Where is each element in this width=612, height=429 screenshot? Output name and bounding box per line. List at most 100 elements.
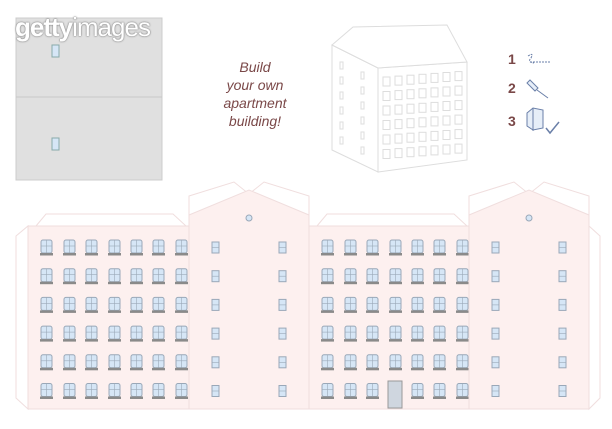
building-sketch-side-window [360, 101, 365, 110]
building-sketch-side-window [339, 121, 344, 130]
window-sill [40, 253, 53, 256]
building-sketch-window [418, 117, 427, 128]
window-sill [321, 396, 334, 399]
window-sill [175, 339, 188, 342]
building-sketch-side-window [360, 146, 365, 155]
building-sketch-roof [331, 24, 468, 69]
front-facade [27, 225, 190, 410]
window-sill [411, 253, 424, 256]
window-sill [63, 367, 76, 371]
building-sketch-window [430, 101, 439, 112]
window-sill [175, 281, 188, 285]
window-sill [344, 367, 357, 371]
roof-glue-tab [34, 213, 188, 227]
building-sketch-window [454, 85, 463, 96]
building-sketch-window [394, 75, 403, 86]
window-sill [63, 310, 76, 313]
building-sketch-side-window [360, 86, 365, 95]
building-sketch-window [418, 102, 427, 113]
building-sketch-window [382, 105, 391, 116]
window-sill [389, 281, 402, 285]
window-sill [389, 253, 402, 256]
building-sketch-window [382, 76, 391, 87]
building-sketch-side-window [339, 106, 344, 115]
window-sill [175, 310, 188, 313]
window-sill [456, 310, 469, 313]
building-sketch-window [418, 88, 427, 99]
window-sill [411, 396, 424, 399]
checkmark-icon [545, 121, 560, 135]
building-sketch-side-window [339, 76, 344, 85]
window-sill [152, 396, 165, 399]
building-sketch-window [418, 131, 427, 142]
window-sill [321, 339, 334, 342]
window-sill [108, 253, 121, 256]
building-sketch-window [382, 134, 391, 145]
window-sill [130, 253, 143, 256]
window-sill [321, 367, 334, 371]
building-sketch-side-window [360, 131, 365, 140]
window-sill [40, 339, 53, 342]
headline-line: your own [226, 77, 284, 93]
building-sketch-window [406, 132, 415, 143]
building-sketch-window [442, 115, 451, 126]
window-sill [411, 339, 424, 342]
building-sketch-window [418, 146, 427, 157]
headline-line: apartment [223, 95, 287, 111]
building-sketch-window [454, 71, 463, 82]
building-sketch-window [442, 72, 451, 82]
window-sill [366, 310, 379, 313]
window-sill [152, 367, 165, 371]
window-sill [456, 253, 469, 256]
window-sill [175, 253, 188, 256]
window-sill [152, 310, 165, 313]
window-sill [40, 396, 53, 399]
building-sketch-window [454, 143, 463, 154]
window-sill [108, 281, 121, 285]
window-sill [175, 367, 188, 371]
glue-tab-left [15, 224, 29, 411]
window-sill [433, 396, 446, 399]
window-sill [108, 396, 121, 399]
building-sketch-window [382, 149, 391, 159]
window-sill [152, 339, 165, 342]
headline-line: building! [228, 113, 282, 129]
window-sill [85, 253, 98, 256]
window-sill [456, 396, 469, 399]
building-sketch-window [442, 130, 451, 140]
step-3-number: 3 [508, 113, 516, 129]
building-sketch-window [430, 130, 439, 141]
building-sketch-window [430, 72, 439, 83]
building-sketch-window [394, 119, 403, 130]
step-2-number: 2 [508, 80, 516, 96]
headline: Build your own apartment building! [205, 58, 305, 130]
window-sill [63, 396, 76, 399]
getty-images-watermark: gettyimages [15, 12, 151, 42]
window-sill [433, 310, 446, 313]
window-sill [321, 281, 334, 285]
front-facade [308, 225, 471, 410]
window-sill [366, 281, 379, 285]
window-sill [344, 281, 357, 285]
window-sill [389, 310, 402, 313]
building-sketch-window [406, 74, 415, 85]
side-facade [188, 189, 310, 410]
window-sill [130, 396, 143, 399]
building-sketch-window [394, 104, 403, 115]
building-sketch-window [430, 116, 439, 127]
window-sill [108, 367, 121, 371]
building-sketch-window [430, 87, 439, 98]
window-sill [130, 339, 143, 342]
glue-tab-right [588, 224, 601, 411]
window-sill [389, 367, 402, 371]
building-sketch-window [406, 147, 415, 158]
window-sill [130, 367, 143, 371]
building-sketch-window [406, 103, 415, 114]
window-sill [63, 253, 76, 256]
window-sill [366, 253, 379, 256]
step-1-number: 1 [508, 51, 516, 67]
roof-panel [15, 17, 163, 181]
window-sill [411, 310, 424, 313]
building-sketch-side-window [339, 91, 344, 100]
